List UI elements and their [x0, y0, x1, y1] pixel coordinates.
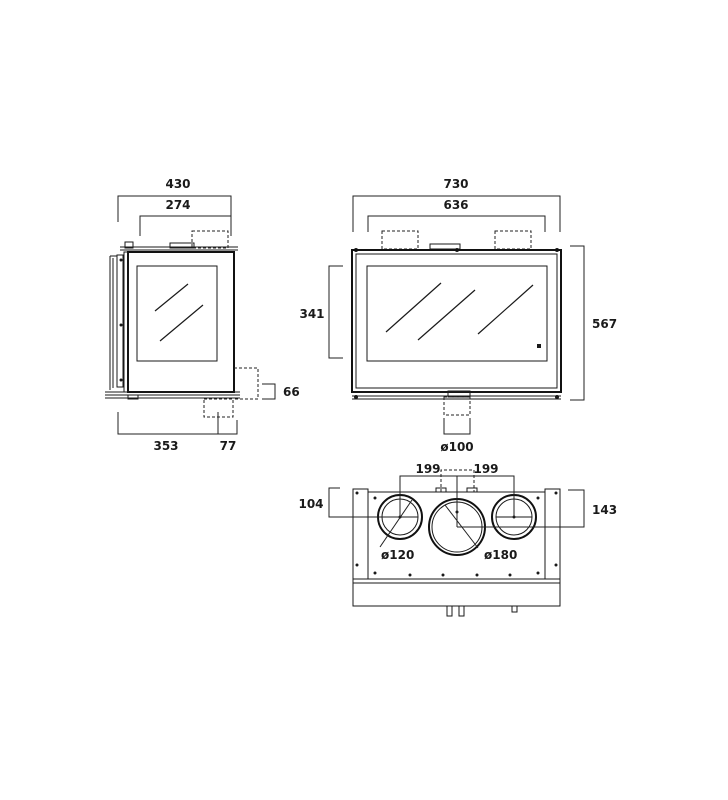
front-top-collar	[429, 243, 461, 250]
side-dim-66-label: 66	[283, 385, 300, 399]
side-screw-bottom	[119, 378, 123, 382]
front-glass-reflection-2	[417, 289, 476, 341]
side-glass-reflection-2	[159, 304, 204, 342]
front-glass-reflection-3	[477, 284, 534, 335]
side-dim-274: 274	[139, 198, 232, 236]
front-badge	[537, 344, 541, 348]
top-plate-tabs	[435, 487, 478, 492]
top-plate-bolt-4	[536, 571, 540, 575]
top-dim-199-right-label: 199	[473, 462, 498, 476]
side-rear-duct	[234, 367, 259, 400]
top-dim-120-label: ø120	[381, 548, 414, 562]
front-top-duct-right	[494, 230, 532, 250]
front-dim-341-label: 341	[299, 307, 324, 321]
side-dim-353-77	[117, 412, 238, 435]
top-plate-bolt-8	[508, 573, 512, 577]
side-top-frame	[120, 246, 238, 251]
top-plate-bolt-1	[373, 496, 377, 500]
side-body	[127, 251, 235, 393]
top-dim-180-label: ø180	[484, 548, 517, 562]
front-body	[351, 249, 562, 393]
side-top-collar	[169, 242, 195, 249]
front-view: 730 636 341	[299, 177, 617, 454]
side-top-bracket	[124, 241, 134, 249]
front-dim-730: 730	[352, 177, 561, 232]
top-post-left-bolt-2	[355, 563, 359, 567]
front-dim-730-label: 730	[443, 177, 468, 191]
top-plate-bolt-7	[475, 573, 479, 577]
side-view: 430 274 66	[105, 177, 300, 453]
side-bottom-foot	[127, 394, 139, 400]
top-leader-120	[379, 499, 413, 548]
side-glass	[136, 265, 218, 362]
top-base	[352, 578, 561, 607]
front-dim-100: ø100	[440, 418, 474, 454]
side-dim-66: 66	[262, 383, 300, 400]
top-dim-199-left-label: 199	[415, 462, 440, 476]
front-dim-341: 341	[299, 265, 343, 359]
side-rear-edge	[109, 255, 117, 390]
side-rear-rail	[116, 254, 124, 388]
side-dim-274-label: 274	[165, 198, 190, 212]
side-screw-top	[119, 258, 123, 262]
side-dim-430: 430	[117, 177, 232, 222]
top-dim-199-right: 199	[457, 462, 515, 492]
top-post-right-bolt-2	[554, 563, 558, 567]
top-view: 199 199	[298, 462, 617, 617]
top-dim-199-left: 199	[399, 462, 458, 492]
top-plate-bolt-3	[373, 571, 377, 575]
top-plate-bolt-2	[536, 496, 540, 500]
side-glass-reflection-1	[154, 283, 189, 312]
top-post-right	[544, 488, 561, 580]
top-plate-bolt-5	[408, 573, 412, 577]
front-bottom-frame	[352, 391, 561, 400]
front-dim-100-label: ø100	[440, 440, 473, 454]
front-dim-636: 636	[367, 198, 546, 232]
front-bottom-bolt-right	[555, 395, 559, 399]
side-dim-77-label: 77	[220, 439, 237, 453]
top-dim-143: 143	[457, 489, 617, 528]
side-top-duct	[191, 230, 229, 249]
front-glass	[366, 265, 548, 362]
front-dim-636-label: 636	[443, 198, 468, 212]
side-dim-430-label: 430	[165, 177, 190, 191]
top-dim-104: 104	[298, 487, 400, 518]
front-top-duct-left	[381, 230, 419, 250]
front-inner-frame	[355, 253, 558, 389]
top-post-right-bolt-1	[554, 491, 558, 495]
top-center-duct-outline	[440, 469, 475, 492]
front-bottom-bolt-left	[354, 395, 358, 399]
side-screw-mid	[119, 323, 123, 327]
top-plate-bolt-6	[441, 573, 445, 577]
top-dim-143-label: 143	[592, 503, 617, 517]
top-post-left	[352, 488, 369, 580]
side-dim-353-label: 353	[153, 439, 178, 453]
front-glass-reflection-1	[385, 282, 442, 333]
front-bottom-duct	[443, 396, 471, 416]
top-dim-104-label: 104	[298, 497, 323, 511]
top-post-left-bolt-1	[355, 491, 359, 495]
front-dim-567-label: 567	[592, 317, 617, 331]
top-base-connectors	[446, 606, 518, 617]
front-dim-567: 567	[570, 245, 617, 401]
